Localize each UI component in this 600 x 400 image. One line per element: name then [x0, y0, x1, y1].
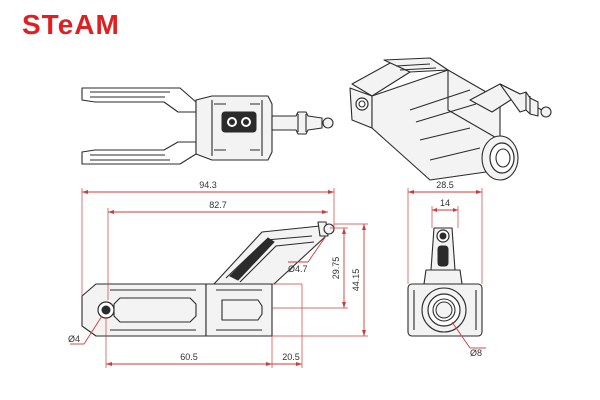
dim-hole-small: Ø4 — [68, 334, 80, 344]
end-view-part — [407, 227, 483, 337]
dim-height-total: 44.15 — [351, 269, 361, 292]
logo-text: STeAM — [22, 9, 120, 40]
dim-height-upper: 29.75 — [331, 257, 341, 280]
dim-arm-width: 14 — [440, 198, 450, 208]
dim-overall-width: 28.5 — [436, 180, 454, 190]
end-view-dimensions — [407, 188, 486, 349]
dim-hole-ball: Ø4.7 — [288, 264, 308, 274]
side-view-part — [81, 221, 335, 337]
side-view-dimensions — [70, 188, 368, 368]
top-view-part — [81, 87, 334, 165]
dim-offset: 20.5 — [282, 352, 300, 362]
isometric-view-part — [349, 57, 552, 181]
dim-bore: Ø8 — [470, 348, 482, 358]
dim-base-length: 60.5 — [180, 352, 198, 362]
steam-logo: STeAM — [22, 9, 120, 40]
dim-arm-length: 82.7 — [209, 200, 227, 210]
dim-overall-length: 94.3 — [199, 180, 217, 190]
